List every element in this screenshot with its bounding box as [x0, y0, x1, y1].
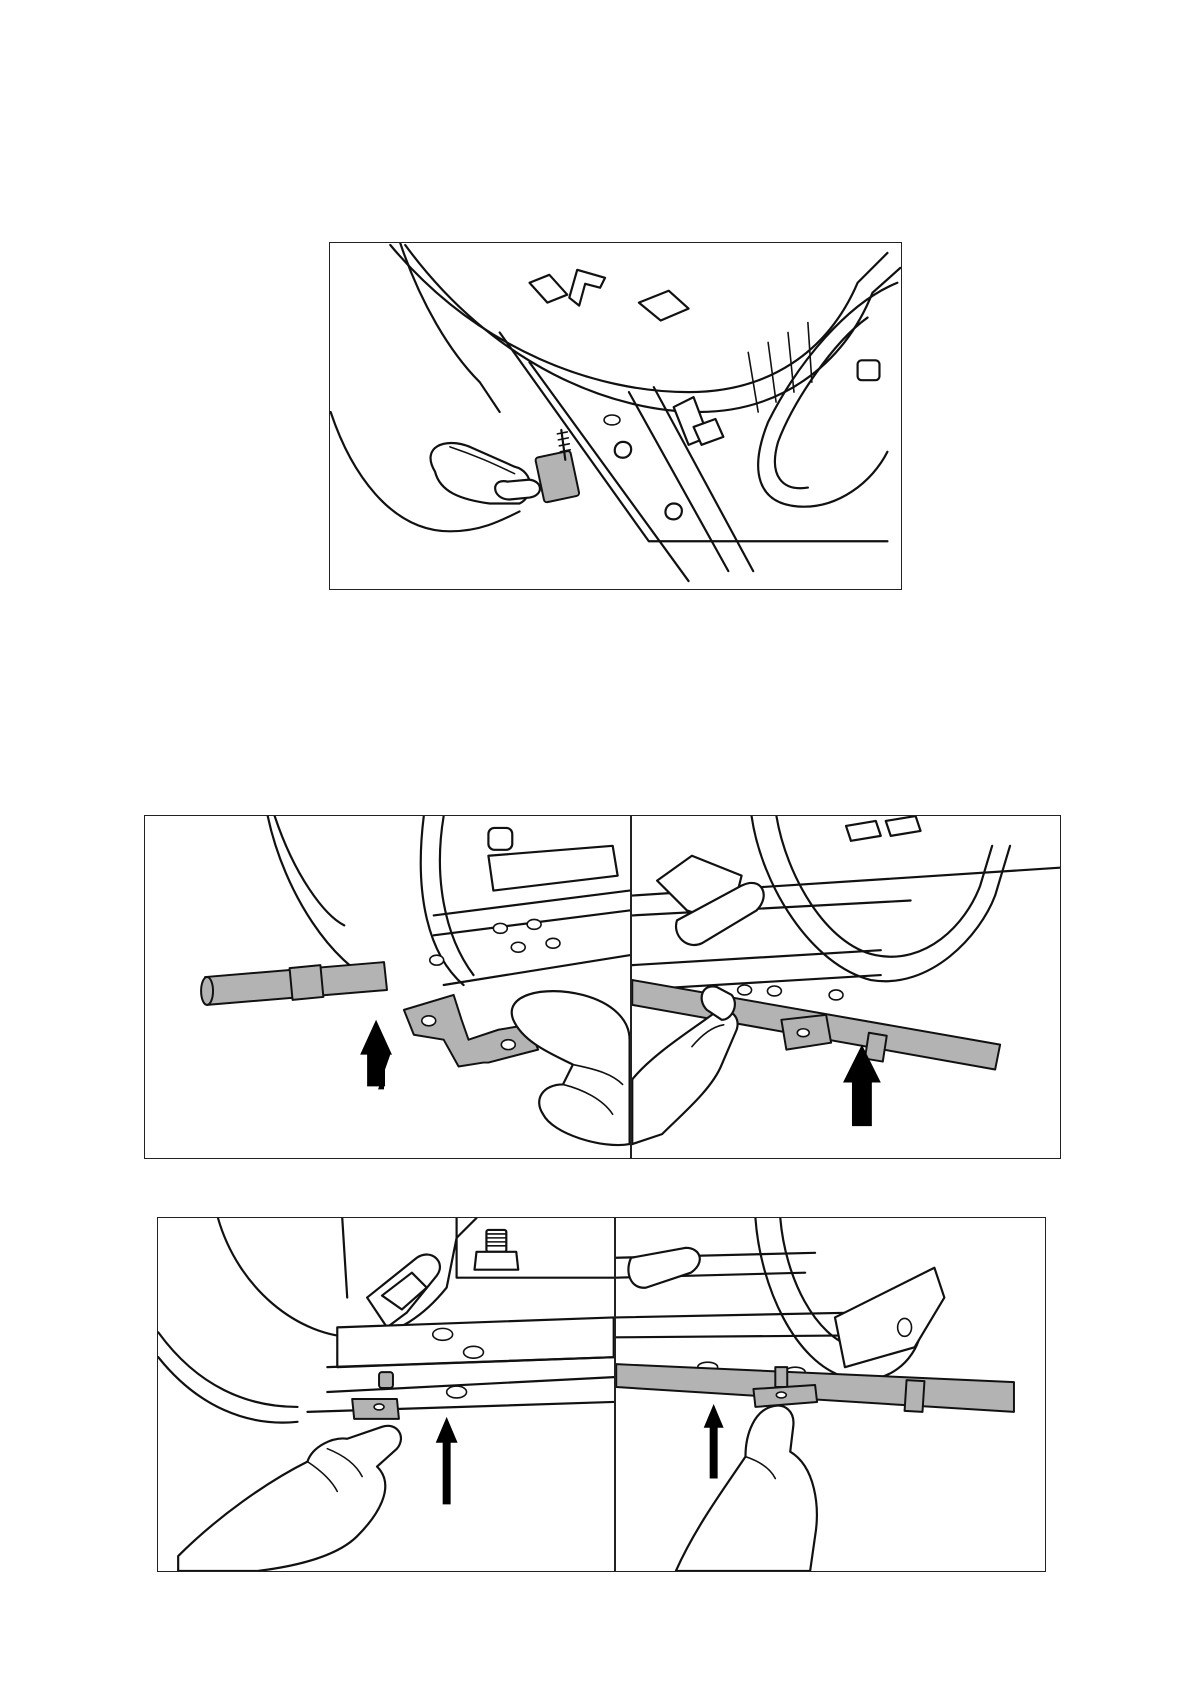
figure-3a-panel — [157, 1217, 615, 1572]
frame-screw-installation-illustration — [330, 243, 901, 589]
figure-2a-panel — [144, 815, 631, 1159]
knob-icon — [858, 360, 880, 380]
figure-3b-panel — [615, 1217, 1046, 1572]
bolt-fastening-right-illustration — [616, 1218, 1045, 1571]
axle-bracket-left-illustration — [145, 816, 630, 1158]
arrow-up-icon — [436, 1417, 458, 1505]
bracket-icon — [535, 451, 580, 503]
figure-2b-panel — [631, 815, 1061, 1159]
axle-bracket-right-illustration — [632, 816, 1060, 1158]
bolt-fastening-left-illustration — [158, 1218, 614, 1571]
arrow-up-icon — [704, 1404, 724, 1479]
figure-1-panel — [329, 242, 902, 590]
